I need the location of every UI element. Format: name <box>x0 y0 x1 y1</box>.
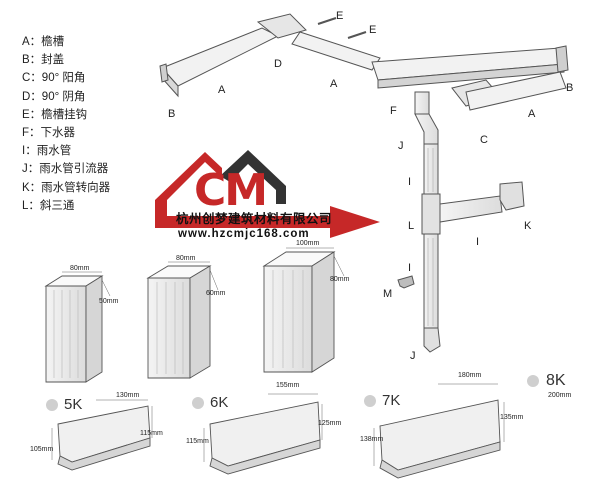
pipe-3-width: 100mm <box>296 240 320 247</box>
logo-house-dark <box>220 150 286 204</box>
company-logo <box>155 150 380 238</box>
pipe-shoe-j <box>423 327 441 353</box>
legend-item-a: A：檐槽 <box>22 36 65 48</box>
gutter-5k-front: 105mm <box>30 446 54 453</box>
pipe-lower <box>423 233 439 329</box>
callout-d: D <box>274 58 282 70</box>
pipe-profile-1-body <box>45 285 87 383</box>
pipe-profiles <box>44 247 345 383</box>
callout-j-bottom: J <box>410 350 416 362</box>
callout-c: C <box>480 134 488 146</box>
gutter-6k-back: 125mm <box>318 420 342 427</box>
parts-legend: A：檐槽 B：封盖 C：90° 阳角 D：90° 阴角 E：檐槽挂钩 F：下水器… <box>22 33 110 215</box>
gutter-hook-1 <box>317 17 337 25</box>
legend-item-d: D：90° 阴角 <box>22 90 86 103</box>
pipe-profile-3-body <box>263 265 313 373</box>
size-badges <box>46 375 539 411</box>
gutter-profile-6k-lip <box>209 439 321 475</box>
callout-l: L <box>408 220 415 232</box>
gutter-size-6k: 6K <box>210 394 229 411</box>
gutter-5k-back: 115mm <box>140 430 163 437</box>
legend-item-b: B：封盖 <box>22 54 65 67</box>
pipe-upper <box>423 143 439 195</box>
callout-a-right: A <box>528 108 536 120</box>
pipe-profile-2-side <box>189 265 211 379</box>
callout-a-left: A <box>218 84 226 96</box>
gutter-run-right <box>465 71 567 111</box>
gutter-run-left <box>161 27 280 87</box>
gutter-6k-front: 115mm <box>186 438 209 445</box>
callout-j-top: J <box>398 140 404 152</box>
gutter-profile-7k-lip <box>379 441 501 479</box>
pipe-1-depth: 50mm <box>99 298 119 305</box>
callout-f: F <box>390 105 397 117</box>
end-cap-right <box>555 45 569 73</box>
gutter-profiles <box>51 383 505 479</box>
pipe-shoe-k <box>499 181 525 211</box>
legend-item-j: J：雨水管引流器 <box>22 163 109 176</box>
callout-a-middle: A <box>330 78 338 90</box>
legend-item-i: I：雨水管 <box>22 145 72 158</box>
size-badge-5k-icon <box>46 399 58 411</box>
gutter-7k-back: 135mm <box>500 414 524 421</box>
company-name: 杭州创梦建筑材料有限公司 <box>176 212 333 226</box>
gutter-7k-top: 180mm <box>458 372 482 379</box>
pipe-3-depth: 80mm <box>330 276 350 283</box>
inner-corner-d <box>256 13 307 39</box>
callout-k: K <box>524 220 532 232</box>
y-branch-l <box>421 193 441 235</box>
pipe-1-width: 80mm <box>70 265 90 272</box>
callout-b-left: B <box>168 108 176 120</box>
callout-i-branch: I <box>476 236 480 248</box>
size-badge-7k-icon <box>364 395 376 407</box>
logo-house-red <box>155 152 380 238</box>
gutter-5k-top: 130mm <box>116 392 140 399</box>
outlet-f <box>414 91 430 115</box>
pipe-profile-3-side <box>311 251 335 373</box>
gutter-6k-top: 155mm <box>276 382 300 389</box>
gutter-7k-front: 138mm <box>360 436 384 443</box>
gutter-size-5k: 5K <box>64 396 83 413</box>
gutter-8k-top: 200mm <box>548 392 572 399</box>
callout-i-upper: I <box>408 176 412 188</box>
size-badge-8k-icon <box>527 375 539 387</box>
branch-pipe <box>439 195 503 223</box>
callout-e-bottom: E <box>369 24 377 36</box>
gutter-hook-2 <box>347 31 367 39</box>
company-url: www.hzcmjc168.com <box>178 228 310 240</box>
legend-item-f: F：下水器 <box>22 127 76 140</box>
logo-mark: CM <box>194 165 268 216</box>
size-badge-6k-icon <box>192 397 204 409</box>
legend-item-l: L：斜三通 <box>22 199 75 212</box>
callout-m: M <box>383 288 393 300</box>
pipe-profile-1-side <box>85 275 103 383</box>
legend-item-k: K：雨水管转向器 <box>22 181 111 194</box>
downpipe-illustration <box>397 91 525 353</box>
end-cap-left <box>159 63 169 83</box>
legend-item-e: E：檐槽挂钩 <box>22 108 88 121</box>
pipe-offset-j <box>414 113 439 145</box>
gutter-size-8k: 8K <box>546 372 566 389</box>
pipe-profile-2-body <box>147 277 191 379</box>
gutter-profile-5k-lip <box>57 437 151 471</box>
callout-i-lower: I <box>408 262 412 274</box>
callout-e-top: E <box>336 10 344 22</box>
callout-b-right: B <box>566 82 574 94</box>
gutter-system-illustration <box>159 13 569 111</box>
pipe-2-width: 80mm <box>176 255 196 262</box>
legend-item-c: C：90° 阳角 <box>22 72 86 85</box>
gutter-run-middle-lip <box>377 63 565 89</box>
gutter-size-7k: 7K <box>382 392 401 409</box>
pipe-clip-m <box>397 275 415 289</box>
pipe-2-depth: 60mm <box>206 290 226 297</box>
gutter-run-top <box>291 31 381 71</box>
